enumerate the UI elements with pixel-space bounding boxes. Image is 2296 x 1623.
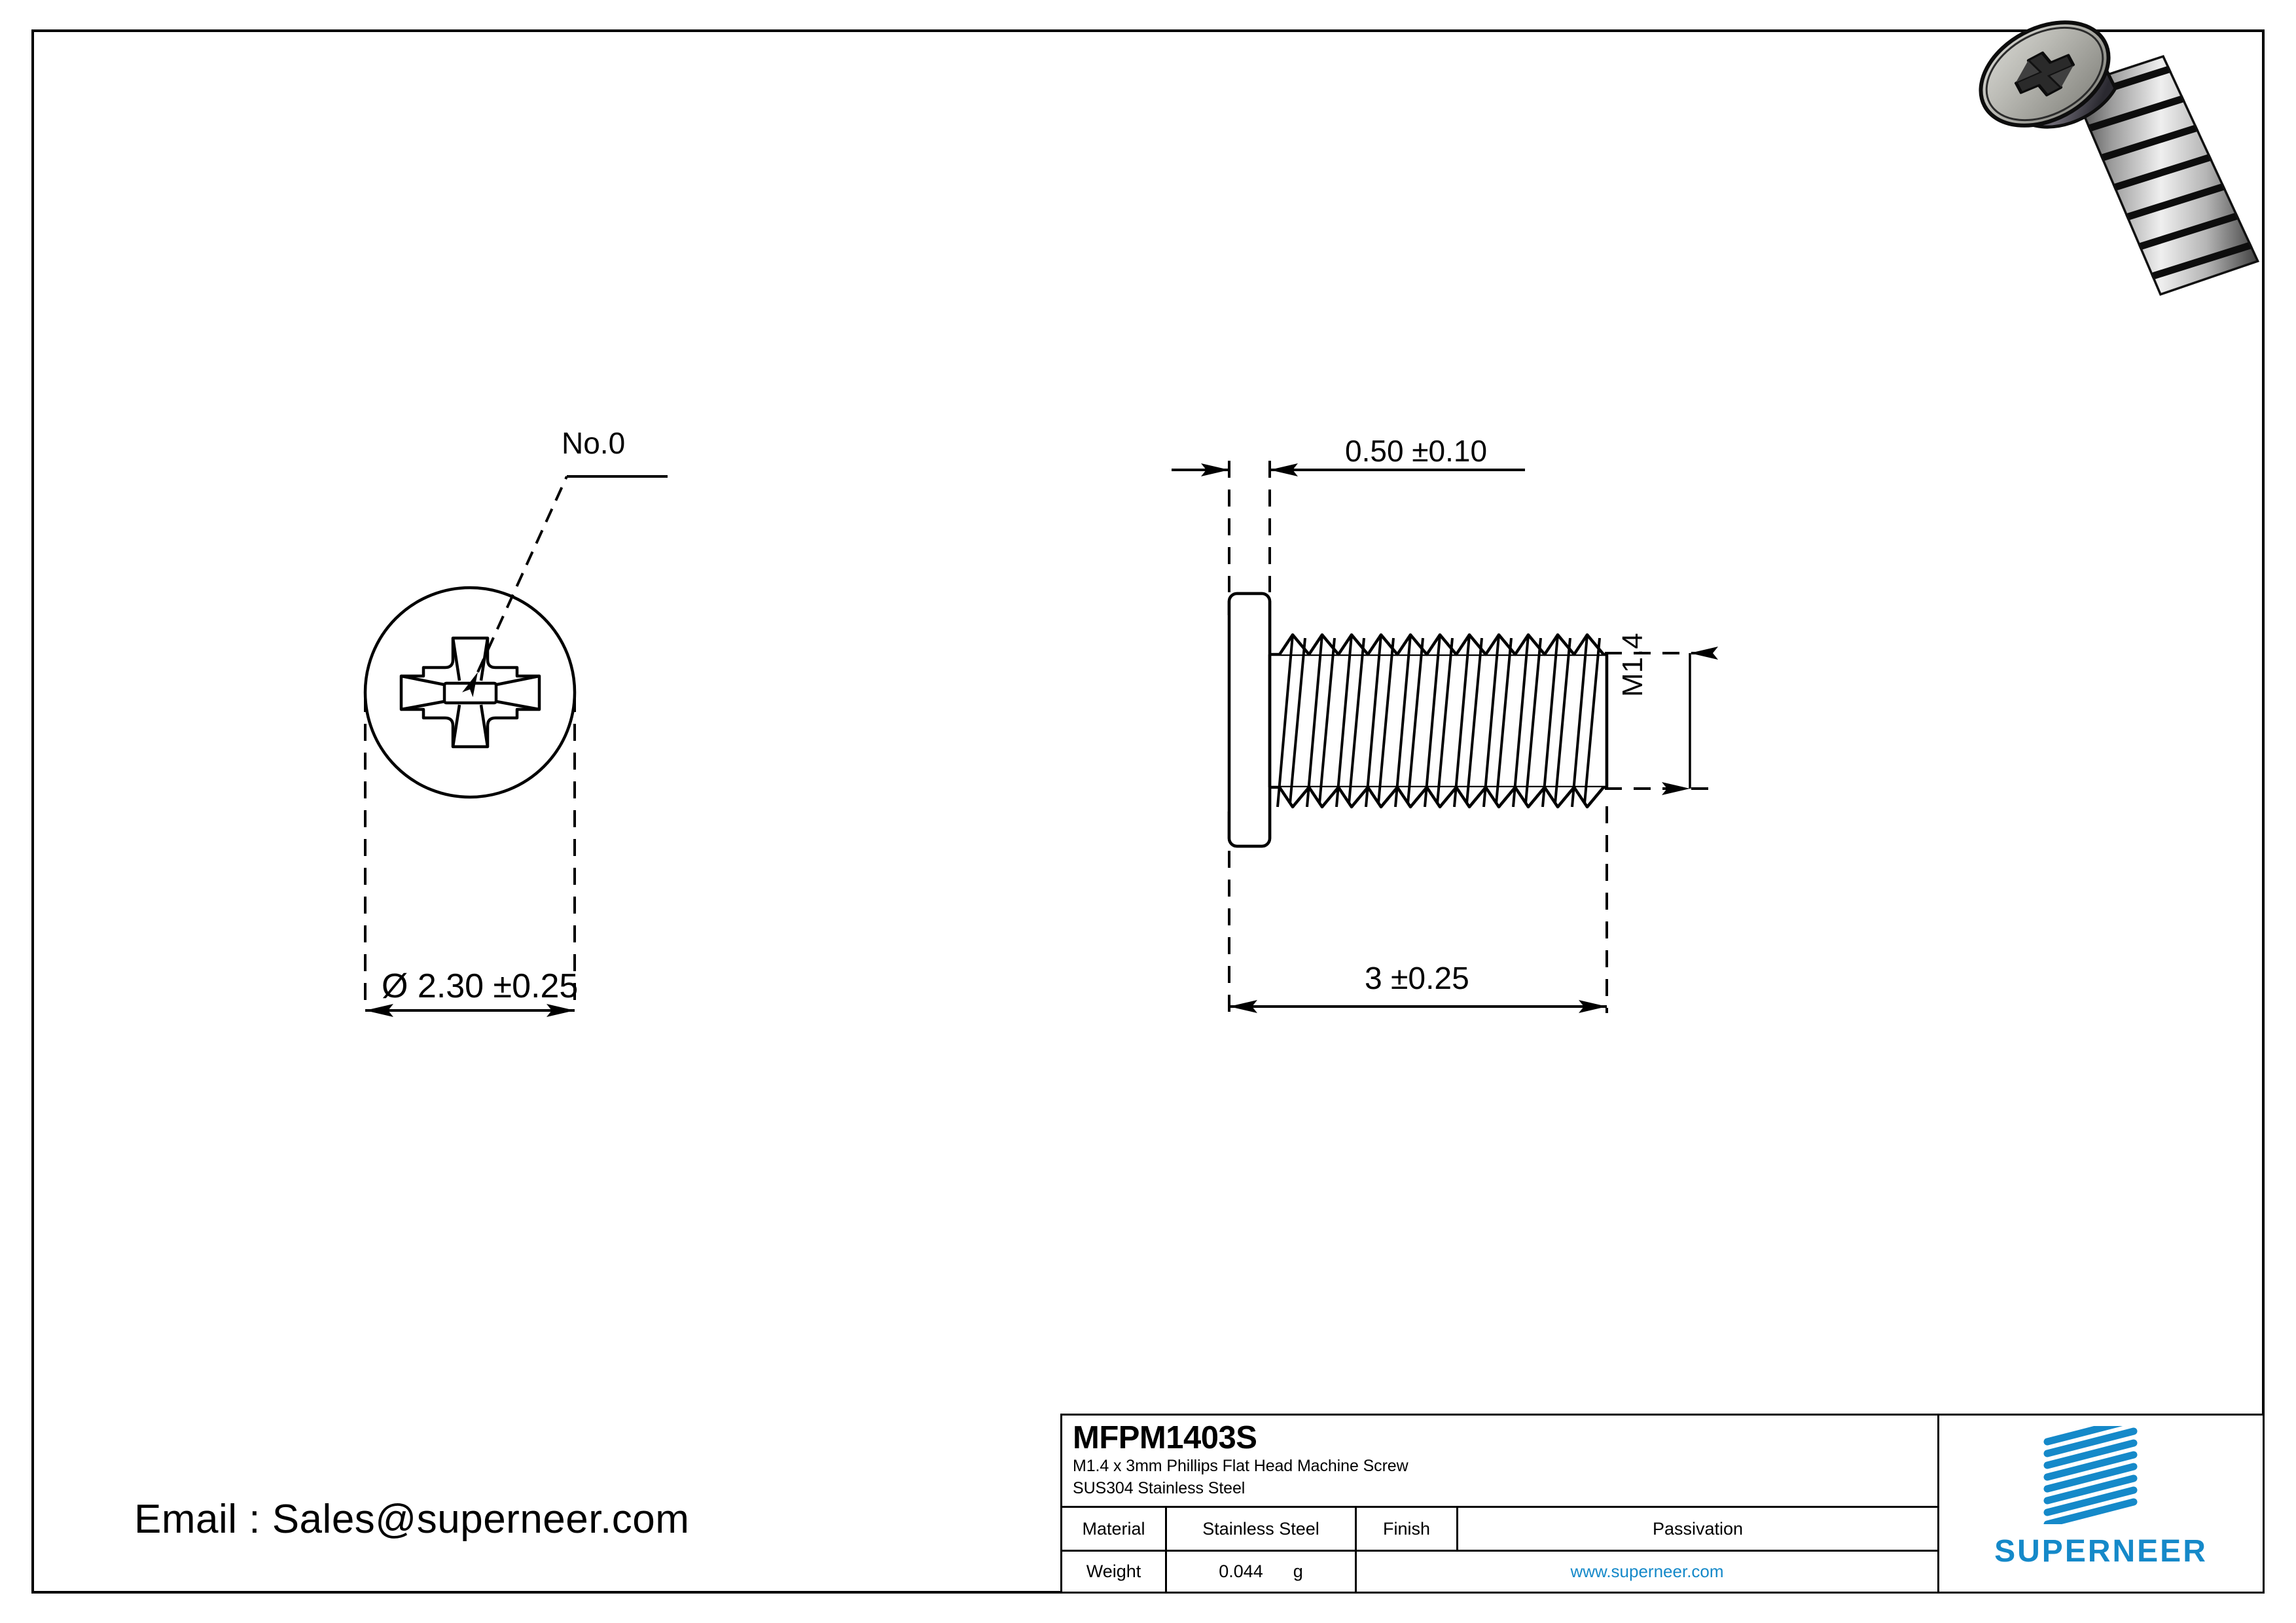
brand-panel: SUPERNEER (1939, 1416, 2263, 1592)
material-value: Stainless Steel (1167, 1508, 1357, 1550)
part-number: MFPM1403S (1073, 1420, 1257, 1455)
weight-label: Weight (1062, 1552, 1167, 1592)
table-row-weight: Weight 0.044 g www.superneer.com (1062, 1550, 1937, 1592)
dimension-label-head-thickness: 0.50 ±0.10 (1345, 434, 1488, 468)
dimension-label-head-diameter: Ø 2.30 ±0.25 (382, 967, 579, 1005)
weight-value: 0.044 (1219, 1561, 1263, 1581)
weight-unit: g (1293, 1561, 1303, 1581)
leader-label-no0: No.0 (562, 426, 626, 460)
finish-value: Passivation (1652, 1518, 1744, 1539)
superneer-logo-icon (2043, 1426, 2138, 1524)
weight-value-cell: 0.044 g (1167, 1552, 1357, 1592)
title-block: MFPM1403S M1.4 x 3mm Phillips Flat Head … (1060, 1414, 2265, 1594)
finish-label: Finish (1357, 1508, 1458, 1550)
material-label: Material (1062, 1508, 1167, 1550)
drawing-frame-border (31, 29, 2265, 1594)
title-block-spec-table: Material Stainless Steel Finish Passivat… (1062, 1506, 1937, 1592)
dimension-label-length: 3 ±0.25 (1365, 961, 1469, 996)
dimension-label-thread-size: M1.4 (1617, 633, 1649, 697)
title-block-description: MFPM1403S M1.4 x 3mm Phillips Flat Head … (1062, 1416, 1937, 1506)
table-row-material: Material Stainless Steel Finish Passivat… (1062, 1508, 1937, 1550)
website-link[interactable]: www.superneer.com (1570, 1561, 1724, 1581)
description-line-1: M1.4 x 3mm Phillips Flat Head Machine Sc… (1073, 1457, 1408, 1475)
description-line-2: SUS304 Stainless Steel (1073, 1478, 1246, 1497)
title-block-left: MFPM1403S M1.4 x 3mm Phillips Flat Head … (1062, 1416, 1939, 1592)
brand-wordmark: SUPERNEER (1994, 1534, 2208, 1569)
contact-email-text: Email : Sales@superneer.com (134, 1497, 690, 1542)
